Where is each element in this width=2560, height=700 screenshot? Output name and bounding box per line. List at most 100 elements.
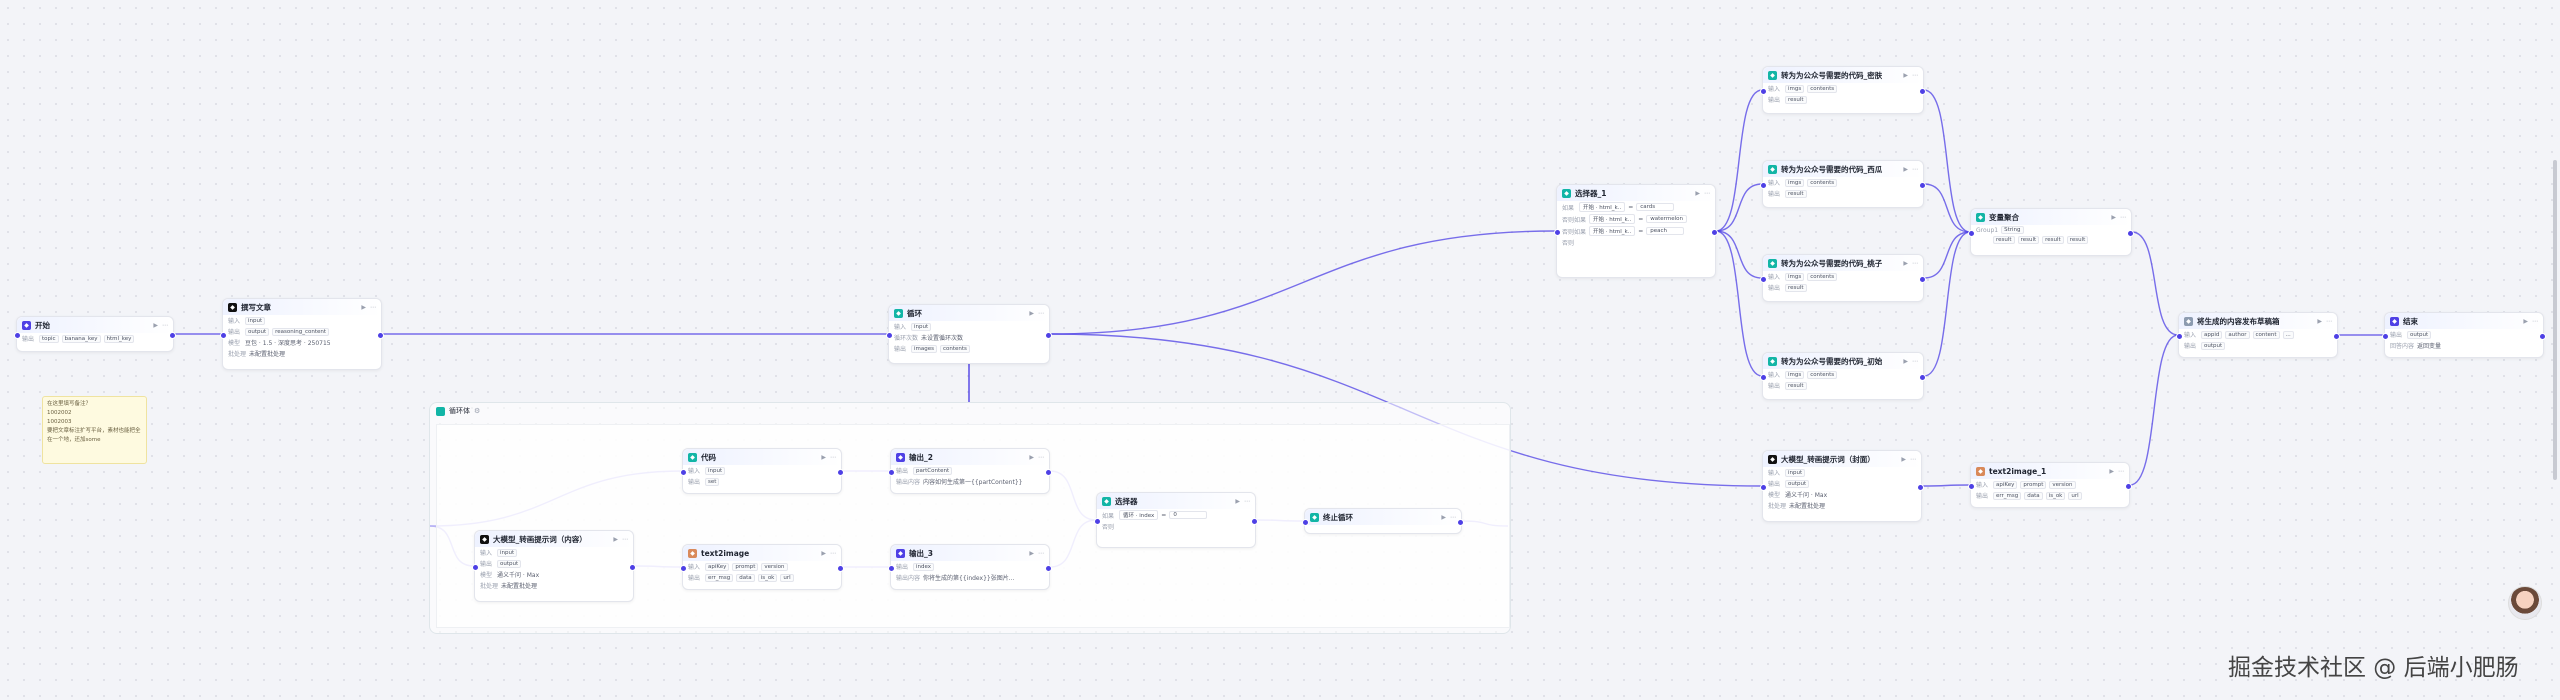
input-port[interactable] — [1760, 88, 1767, 95]
run-icon[interactable]: ▶ — [1029, 453, 1034, 461]
node-header[interactable]: ◆转为为公众号需要的代码_密肤▶⋯ — [1763, 67, 1923, 83]
condition-variable-select[interactable]: 开始 · html_k.. — [1589, 226, 1636, 236]
input-port[interactable] — [2382, 333, 2389, 340]
more-icon[interactable]: ⋯ — [1244, 497, 1250, 505]
condition-variable-select[interactable]: 循环 · index — [1119, 510, 1159, 520]
more-icon[interactable]: ⋯ — [2326, 317, 2332, 325]
node-header[interactable]: ◆输出_3▶⋯ — [891, 545, 1049, 561]
output-port[interactable] — [2539, 333, 2546, 340]
more-icon[interactable]: ⋯ — [622, 535, 628, 543]
condition-value-input[interactable]: peach — [1646, 227, 1685, 235]
node-header[interactable]: ◆开始▶⋯ — [17, 317, 173, 333]
more-icon[interactable]: ⋯ — [1704, 189, 1710, 197]
output-port[interactable] — [837, 565, 844, 572]
input-port[interactable] — [220, 332, 227, 339]
input-port[interactable] — [472, 564, 479, 571]
more-icon[interactable]: ⋯ — [1038, 549, 1044, 557]
run-icon[interactable]: ▶ — [2317, 317, 2322, 325]
more-icon[interactable]: ⋯ — [162, 321, 168, 329]
run-icon[interactable]: ▶ — [1441, 513, 1446, 521]
input-port[interactable] — [14, 332, 21, 339]
input-port[interactable] — [1094, 518, 1101, 525]
run-icon[interactable]: ▶ — [1903, 71, 1908, 79]
node-header[interactable]: ◆text2image▶⋯ — [683, 545, 841, 561]
node-header[interactable]: ◆代码▶⋯ — [683, 449, 841, 465]
output-port[interactable] — [1045, 332, 1052, 339]
more-icon[interactable]: ⋯ — [1910, 455, 1916, 463]
input-port[interactable] — [1554, 229, 1561, 236]
output-port[interactable] — [2127, 230, 2134, 237]
more-icon[interactable]: ⋯ — [830, 549, 836, 557]
run-icon[interactable]: ▶ — [1695, 189, 1700, 197]
run-icon[interactable]: ▶ — [1029, 309, 1034, 317]
run-icon[interactable]: ▶ — [2111, 213, 2116, 221]
input-port[interactable] — [1760, 276, 1767, 283]
more-icon[interactable]: ⋯ — [1450, 513, 1456, 521]
run-icon[interactable]: ▶ — [1903, 357, 1908, 365]
node-header[interactable]: ◆终止循环▶⋯ — [1305, 509, 1461, 525]
node-header[interactable]: ◆将生成的内容发布草稿箱▶⋯ — [2179, 313, 2337, 329]
input-port[interactable] — [1760, 374, 1767, 381]
node-header[interactable]: ◆转为为公众号需要的代码_桃子▶⋯ — [1763, 255, 1923, 271]
input-port[interactable] — [1760, 182, 1767, 189]
run-icon[interactable]: ▶ — [821, 549, 826, 557]
more-icon[interactable]: ⋯ — [1038, 309, 1044, 317]
output-port[interactable] — [2333, 333, 2340, 340]
node-header[interactable]: ◆转为为公众号需要的代码_初始▶⋯ — [1763, 353, 1923, 369]
node-header[interactable]: ◆转为为公众号需要的代码_西瓜▶⋯ — [1763, 161, 1923, 177]
node-header[interactable]: ◆大模型_转画提示词（封面）▶⋯ — [1763, 451, 1921, 467]
condition-value-input[interactable]: 0 — [1169, 511, 1208, 519]
more-icon[interactable]: ⋯ — [1912, 165, 1918, 173]
input-port[interactable] — [888, 565, 895, 572]
output-port[interactable] — [1251, 518, 1258, 525]
input-port[interactable] — [680, 565, 687, 572]
node-header[interactable]: ◆变量聚合▶⋯ — [1971, 209, 2131, 225]
scrollbar[interactable] — [2553, 160, 2557, 480]
node-header[interactable]: ◆输出_2▶⋯ — [891, 449, 1049, 465]
output-port[interactable] — [1919, 374, 1926, 381]
input-port[interactable] — [680, 469, 687, 476]
output-port[interactable] — [169, 332, 176, 339]
output-port[interactable] — [629, 564, 636, 571]
node-header[interactable]: ◆选择器▶⋯ — [1097, 493, 1255, 509]
more-icon[interactable]: ⋯ — [1912, 259, 1918, 267]
gear-icon[interactable]: ⚙ — [474, 407, 481, 415]
input-port[interactable] — [886, 332, 893, 339]
run-icon[interactable]: ▶ — [2109, 467, 2114, 475]
input-port[interactable] — [1760, 484, 1767, 491]
output-port[interactable] — [1457, 519, 1464, 526]
more-icon[interactable]: ⋯ — [830, 453, 836, 461]
run-icon[interactable]: ▶ — [1903, 165, 1908, 173]
sticky-note[interactable]: 在这里填写备注？ 1002002 1002003 要把文章标注扩写平台，素材也能… — [42, 396, 147, 464]
more-icon[interactable]: ⋯ — [370, 303, 376, 311]
run-icon[interactable]: ▶ — [153, 321, 158, 329]
output-port[interactable] — [1045, 469, 1052, 476]
output-port[interactable] — [1919, 182, 1926, 189]
run-icon[interactable]: ▶ — [821, 453, 826, 461]
run-icon[interactable]: ▶ — [2523, 317, 2528, 325]
condition-variable-select[interactable]: 开始 · html_k.. — [1579, 202, 1626, 212]
input-port[interactable] — [1968, 230, 1975, 237]
output-port[interactable] — [1917, 484, 1924, 491]
run-icon[interactable]: ▶ — [1029, 549, 1034, 557]
node-header[interactable]: ◆结束▶⋯ — [2385, 313, 2543, 329]
workflow-node-terminate[interactable]: ◆终止循环▶⋯ — [1302, 508, 1464, 534]
output-port[interactable] — [837, 469, 844, 476]
output-port[interactable] — [1045, 565, 1052, 572]
condition-value-input[interactable]: watermelon — [1646, 215, 1687, 223]
input-port[interactable] — [1302, 519, 1309, 526]
more-icon[interactable]: ⋯ — [1912, 357, 1918, 365]
